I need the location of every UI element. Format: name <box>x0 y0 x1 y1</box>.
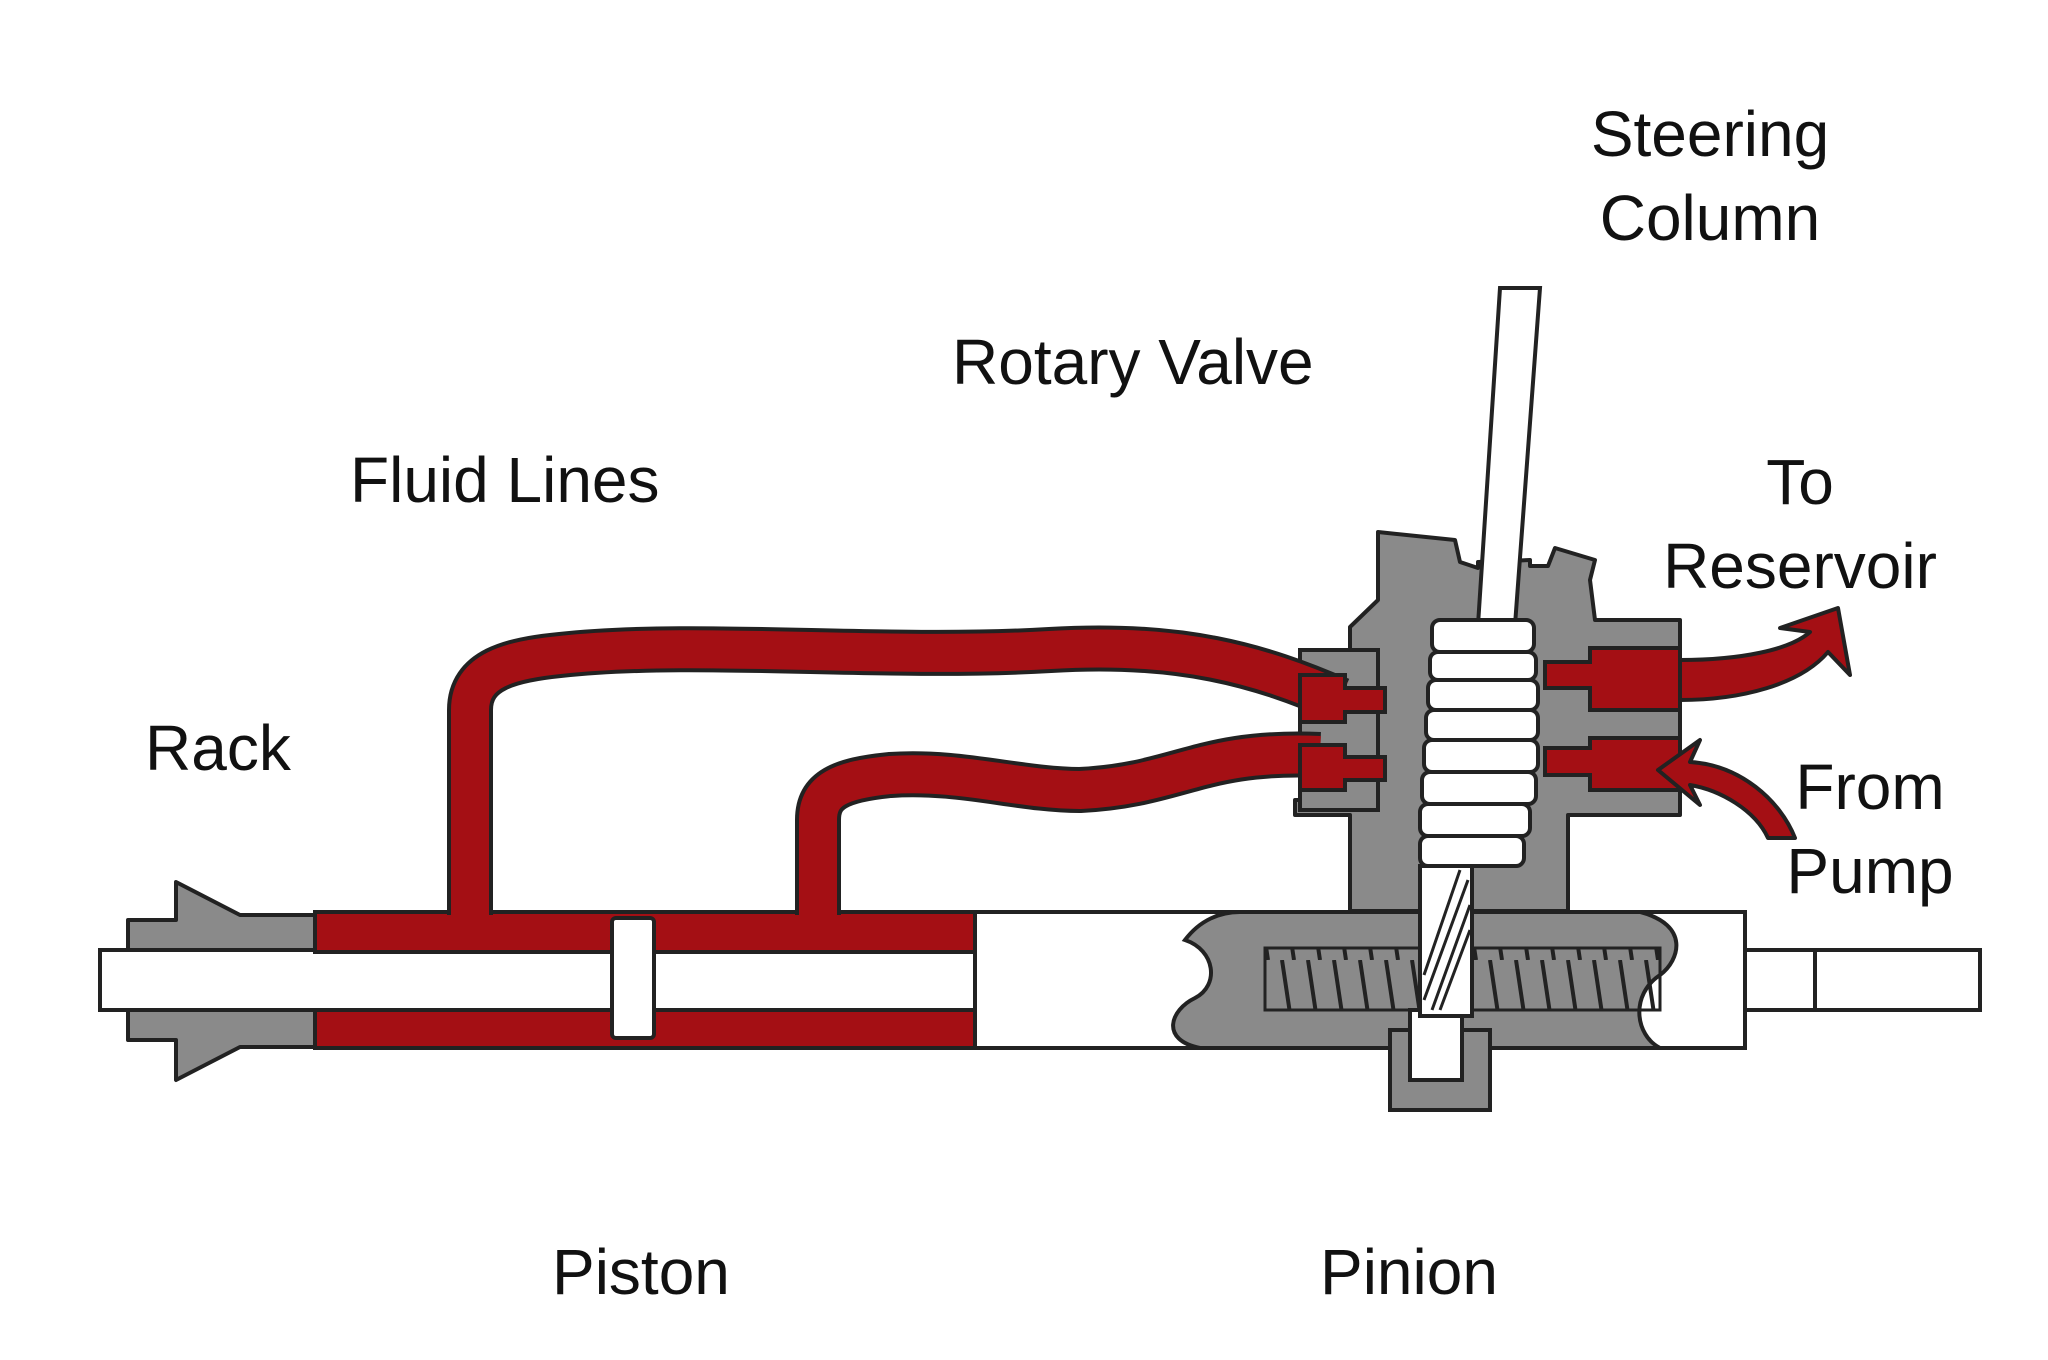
label-to-reservoir: To Reservoir <box>1640 440 1960 608</box>
valve-port-upper-left <box>1298 673 1387 724</box>
piston <box>610 916 656 1040</box>
rack-end <box>1743 948 1817 1012</box>
label-steering-column: Steering Column <box>1560 92 1860 260</box>
label-from-pump: From Pump <box>1750 745 1990 913</box>
label-fluid-lines: Fluid Lines <box>350 444 660 516</box>
label-from-pump-line2: Pump <box>1786 835 1954 907</box>
label-from-pump-line1: From <box>1795 751 1945 823</box>
label-piston: Piston <box>552 1236 730 1308</box>
label-to-reservoir-line2: Reservoir <box>1663 530 1937 602</box>
fluid-line-upper <box>447 625 1350 915</box>
valve-spool <box>1418 618 1540 868</box>
fluid-line-lower <box>795 731 1321 915</box>
label-to-reservoir-line1: To <box>1766 446 1834 518</box>
valve-port-upper-right <box>1543 646 1682 712</box>
label-rack: Rack <box>145 712 291 784</box>
pinion-shaft-end <box>1408 1008 1464 1082</box>
arrow-to-reservoir <box>1678 606 1852 702</box>
pinion-gear <box>1418 864 1474 1018</box>
label-steering-column-line2: Column <box>1599 182 1821 254</box>
label-steering-column-line1: Steering <box>1590 98 1830 170</box>
arrow-from-pump <box>1656 738 1797 840</box>
valve-port-lower-left <box>1298 743 1387 792</box>
label-pinion: Pinion <box>1320 1236 1498 1308</box>
label-rotary-valve: Rotary Valve <box>952 326 1314 398</box>
